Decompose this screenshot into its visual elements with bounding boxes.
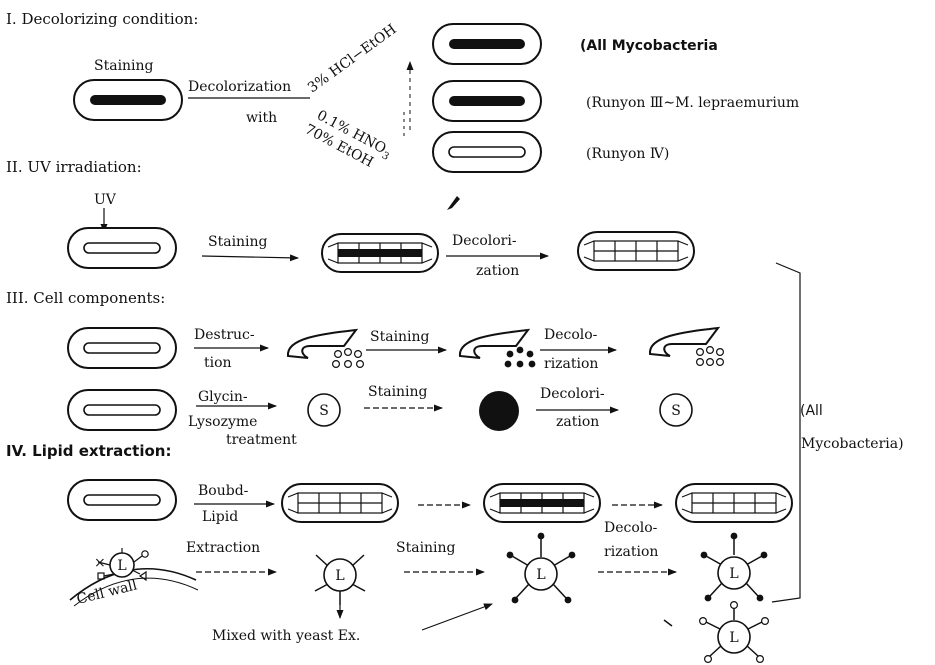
decolorization-label-2a: Decolori- — [452, 233, 517, 249]
section-2-title: II. UV irradiation: — [6, 158, 142, 176]
bacillus-unstained-icon — [68, 390, 176, 430]
bacillus-segmented-stained-icon — [484, 484, 600, 522]
result-all-mycobacteria: (All Mycobacteria — [580, 38, 718, 54]
tick-mark — [664, 620, 672, 626]
mixed-with-yeast-label: Mixed with yeast Ex. — [212, 628, 360, 644]
cell-debris-icon — [288, 330, 363, 367]
bacillus-segmented-icon — [578, 232, 694, 270]
bacillus-segmented-icon — [676, 484, 792, 522]
section-4-title: IV. Lipid extraction: — [6, 442, 171, 460]
bacillus-segmented-stained-icon — [322, 234, 438, 272]
boubd-label: Boubd- — [198, 483, 249, 499]
reagent-nitric: 0.1% HNO3 70% EtOH — [302, 106, 394, 177]
lipid-molecule-icon: L — [315, 555, 365, 605]
decolorization-label-3c: Decolori- — [540, 386, 605, 402]
svg-text:S: S — [319, 403, 329, 419]
bracket-label-line2: Mycobacteria) — [801, 436, 904, 452]
ink-mark — [447, 196, 460, 210]
decolorization-label-4b: rization — [604, 544, 658, 560]
treatment-label: treatment — [226, 432, 297, 448]
decolorization-label-2b: zation — [476, 263, 519, 279]
decolorization-label-4a: Decolo- — [604, 520, 658, 536]
bacillus-unstained-icon — [68, 480, 176, 520]
svg-text:L: L — [117, 558, 126, 574]
staining-label-2: Staining — [208, 234, 268, 250]
reagent-acid: 3% HCl−EtOH — [305, 21, 400, 96]
svg-text:S: S — [671, 403, 681, 419]
extraction-label: Extraction — [186, 540, 260, 556]
staining-label-3b: Staining — [368, 384, 428, 400]
decolorization-label-3b: rization — [544, 356, 598, 372]
glycin-label: Glycin- — [198, 389, 248, 405]
bacillus-unstained-icon — [433, 132, 541, 172]
svg-text:L: L — [335, 568, 344, 584]
destruction-label-a: Destruc- — [194, 327, 255, 343]
bacillus-segmented-icon — [282, 484, 398, 522]
lipid-molecule-stained-icon: L — [701, 533, 768, 602]
section-3-title: III. Cell components: — [6, 289, 165, 307]
lysozyme-label: Lysozyme — [188, 414, 257, 430]
decolorization-label-3a: Decolo- — [544, 327, 598, 343]
svg-text:×: × — [94, 555, 106, 571]
arrow-icon — [422, 604, 492, 630]
lipid-label: Lipid — [202, 509, 238, 525]
with-label: with — [246, 110, 277, 126]
staining-label-3a: Staining — [370, 329, 430, 345]
bacillus-stained-icon — [433, 24, 541, 64]
arrow-icon — [202, 256, 298, 258]
uv-label: UV — [94, 192, 117, 208]
decolorization-label: Decolorization — [188, 79, 291, 95]
result-runyon-4: (Runyon Ⅳ) — [586, 146, 669, 162]
spheroplast-icon: S — [308, 394, 340, 426]
bracket-line — [772, 263, 800, 602]
bacillus-stained-icon — [74, 80, 182, 120]
bacillus-stained-icon — [433, 81, 541, 121]
svg-text:L: L — [536, 567, 545, 583]
cell-wall-label: Cell wall — [75, 577, 139, 608]
spheroplast-icon: S — [660, 394, 692, 426]
destruction-label-b: tion — [204, 355, 232, 371]
bracket-label-line1: (All — [800, 403, 823, 419]
result-runyon-3: (Runyon Ⅲ∼M. lepraemurium — [586, 95, 799, 111]
spheroplast-stained-icon — [479, 391, 519, 431]
bacillus-unstained-icon — [68, 328, 176, 368]
staining-label-1: Staining — [94, 58, 154, 74]
cell-debris-stained-icon — [460, 330, 535, 367]
bacillus-unstained-icon — [68, 228, 176, 268]
svg-text:L: L — [729, 566, 738, 582]
cell-wall-icon: L × Cell wall — [70, 548, 198, 608]
staining-label-4: Staining — [396, 540, 456, 556]
lipid-molecule-stained-icon: L — [507, 533, 576, 604]
decolorization-label-3d: zation — [556, 414, 599, 430]
svg-text:L: L — [729, 630, 738, 646]
section-1-title: I. Decolorizing condition: — [6, 10, 198, 28]
lipid-molecule-icon: L — [700, 602, 769, 663]
cell-debris-icon — [650, 328, 723, 365]
